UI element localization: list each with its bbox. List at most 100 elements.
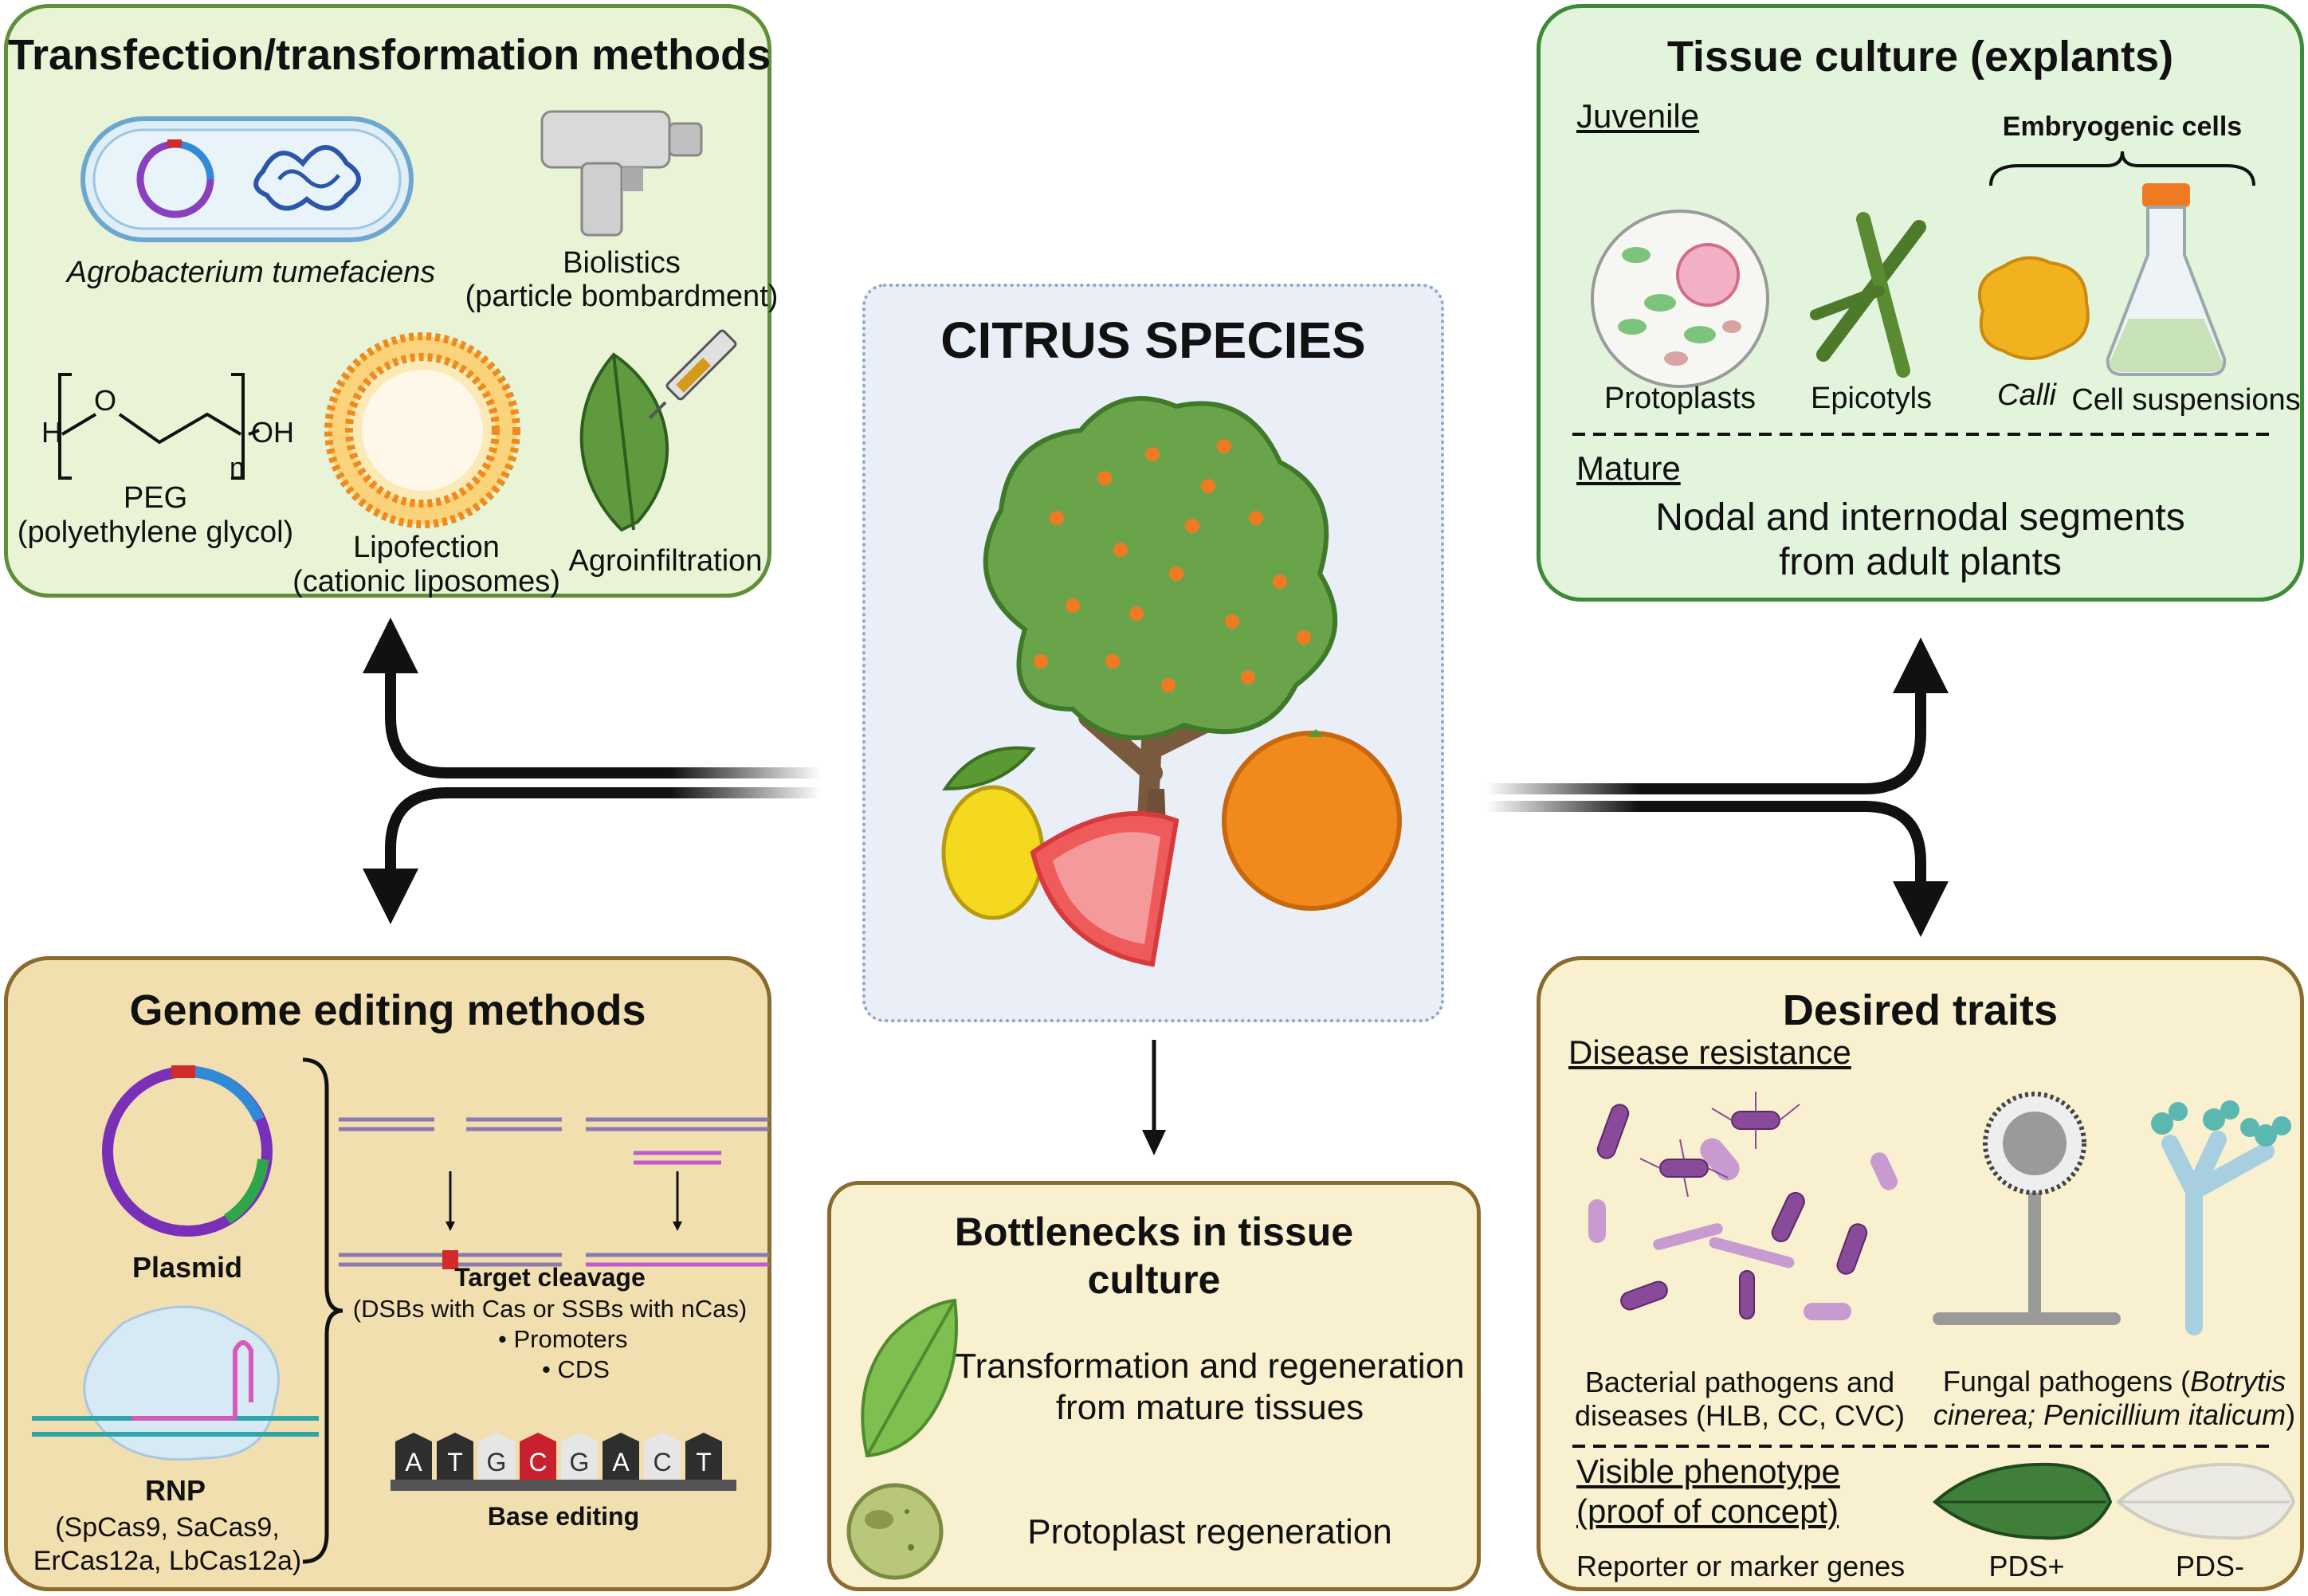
- base-g2: G: [561, 1433, 598, 1482]
- nodal-line-1: Nodal and internodal segments: [1655, 496, 2185, 539]
- disease-heading: Disease resistance: [1568, 1033, 1851, 1071]
- genome-title: Genome editing methods: [129, 986, 646, 1034]
- bacterial-label-1: Bacterial pathogens and: [1584, 1366, 1895, 1398]
- peg-desc: (polyethylene glycol): [17, 516, 294, 549]
- epicotyls-icon: [1810, 212, 1926, 378]
- liposome-icon: [324, 332, 520, 528]
- visible-phenotype-2: (proof of concept): [1576, 1492, 1839, 1530]
- embryogenic-heading: Embryogenic cells: [2002, 112, 2243, 142]
- rnp-desc-2: ErCas12a, LbCas12a): [33, 1546, 302, 1576]
- bacterial-label-2: diseases (HLB, CC, CVC): [1574, 1399, 1906, 1432]
- rnp-icon: [32, 1305, 319, 1461]
- rnp-label: RNP: [144, 1474, 206, 1507]
- peg-label: PEG: [123, 481, 188, 515]
- peg-oh: OH: [251, 416, 294, 449]
- pds-minus-label: PDS-: [2175, 1550, 2244, 1582]
- genome-editing-panel: Genome editing methods Plasmid RNP (SpCa…: [4, 956, 771, 1591]
- citrus-title: CITRUS SPECIES: [940, 312, 1366, 369]
- tissue-title: Tissue culture (explants): [1666, 33, 2174, 80]
- base-editing-label: Base editing: [487, 1502, 640, 1531]
- arrow-to-traits: [1486, 801, 1926, 884]
- bottlenecks-title-1: Bottlenecks in tissue: [954, 1210, 1354, 1254]
- base-a2: A: [603, 1433, 639, 1482]
- dna-cleavage-diagram: [339, 1117, 769, 1269]
- agroinfiltration-label: Agroinfiltration: [568, 544, 763, 578]
- base-a1: A: [395, 1433, 432, 1482]
- lipofection-label: Lipofection: [353, 531, 500, 564]
- embryogenic-bracket: [1989, 151, 2255, 186]
- leaf-icon: [861, 1298, 958, 1458]
- bottlenecks-title-2: culture: [1087, 1257, 1221, 1302]
- fungal-text-b: Botrytis: [2190, 1365, 2286, 1398]
- plasmid-icon: [102, 1065, 273, 1237]
- visible-phenotype-1: Visible phenotype: [1576, 1453, 1840, 1490]
- syringe-leaf-icon: [579, 329, 737, 532]
- bottleneck-item-1a: Transformation and regeneration: [955, 1347, 1465, 1386]
- calli-label: Calli: [1997, 378, 2056, 412]
- bottleneck-item-2: Protoplast regeneration: [1027, 1512, 1392, 1551]
- base-c2: C: [644, 1433, 681, 1482]
- brace-icon: [302, 1057, 343, 1564]
- desired-traits-panel: Desired traits Disease resistance Bacter…: [1537, 956, 2304, 1591]
- fungal-text-a: Fungal pathogens (: [1942, 1365, 2191, 1398]
- transfection-title: Transfection/transformation methods: [8, 31, 771, 79]
- peg-structure-icon: [58, 373, 260, 480]
- protoplasts-icon: [1591, 210, 1769, 388]
- cell-suspensions-label: Cell suspensions: [2071, 383, 2301, 417]
- lipofection-desc: (cationic liposomes): [292, 565, 560, 598]
- target-cleavage-label: Target cleavage: [454, 1263, 646, 1292]
- gene-gun-icon: [540, 110, 703, 237]
- base-editing-strip: A T G C G A C T: [395, 1433, 732, 1482]
- bottlenecks-panel: Bottlenecks in tissue culture Transforma…: [827, 1181, 1481, 1591]
- rnp-desc-1: (SpCas9, SaCas9,: [55, 1512, 280, 1543]
- tissue-culture-panel: Tissue culture (explants) Juvenile Embry…: [1537, 4, 2304, 602]
- fungal-text-c: cinerea; Penicillium italicum: [1933, 1398, 2286, 1431]
- fungal-text-d: ): [2286, 1398, 2296, 1431]
- pds-plus-label: PDS+: [1988, 1550, 2065, 1582]
- biolistics-label: Biolistics: [563, 246, 681, 280]
- base-t2: T: [685, 1433, 722, 1482]
- peg-n: n: [230, 453, 245, 483]
- mature-heading: Mature: [1576, 449, 1681, 487]
- dashed-divider: [1572, 433, 2274, 436]
- arrow-to-tissue: [1486, 689, 1926, 794]
- transfection-panel: Transfection/transformation methods Agro…: [4, 4, 778, 598]
- arrow-to-genome: [385, 787, 821, 873]
- epicotyls-label: Epicotyls: [1810, 382, 1933, 415]
- fungal-label-1: Fungal pathogens (Botrytis: [1923, 1365, 2306, 1398]
- agrobacterium-label: Agrobacterium tumefaciens: [66, 256, 436, 289]
- arrow-to-transfection: [385, 669, 821, 778]
- protoplast-cell-icon: [846, 1483, 944, 1580]
- bullet-cds: • CDS: [542, 1355, 610, 1383]
- plasmid-label: Plasmid: [131, 1251, 243, 1284]
- bacteria-illustration: [1588, 1092, 1898, 1320]
- juvenile-heading: Juvenile: [1576, 97, 1700, 135]
- citrus-species-panel: CITRUS SPECIES: [862, 284, 1444, 1022]
- nodal-line-2: from adult plants: [1779, 541, 2062, 583]
- bullet-cds-text: CDS: [557, 1355, 610, 1383]
- bullet-promoters: • Promoters: [498, 1325, 628, 1353]
- calli-icon: [1978, 256, 2090, 360]
- peg-h: H: [41, 416, 62, 449]
- bottleneck-item-1b: from mature tissues: [1055, 1388, 1364, 1427]
- base-g1: G: [478, 1433, 515, 1482]
- traits-title: Desired traits: [1782, 986, 2059, 1034]
- fungal-label-2: cinerea; Penicillium italicum): [1923, 1398, 2306, 1432]
- flask-icon: [2106, 183, 2227, 376]
- pds-plus-leaf-icon: [1932, 1462, 2113, 1540]
- reporter-label: Reporter or marker genes: [1576, 1550, 1906, 1582]
- base-t1: T: [437, 1433, 473, 1482]
- fungi-illustration: [1933, 1092, 2291, 1335]
- biolistics-desc: (particle bombardment): [465, 280, 779, 313]
- agrobacterium-icon: [80, 116, 414, 242]
- bullet-promoters-text: Promoters: [513, 1325, 628, 1353]
- traits-divider: [1572, 1445, 2274, 1448]
- target-cleavage-desc: (DSBs with Cas or SSBs with nCas): [352, 1295, 748, 1323]
- protoplasts-label: Protoplasts: [1603, 382, 1757, 415]
- citrus-tree-illustration: [941, 396, 1402, 967]
- pds-minus-leaf-icon: [2115, 1462, 2296, 1540]
- peg-o: O: [94, 384, 117, 417]
- base-c1: C: [520, 1433, 556, 1482]
- base-strip-bar: [391, 1480, 736, 1491]
